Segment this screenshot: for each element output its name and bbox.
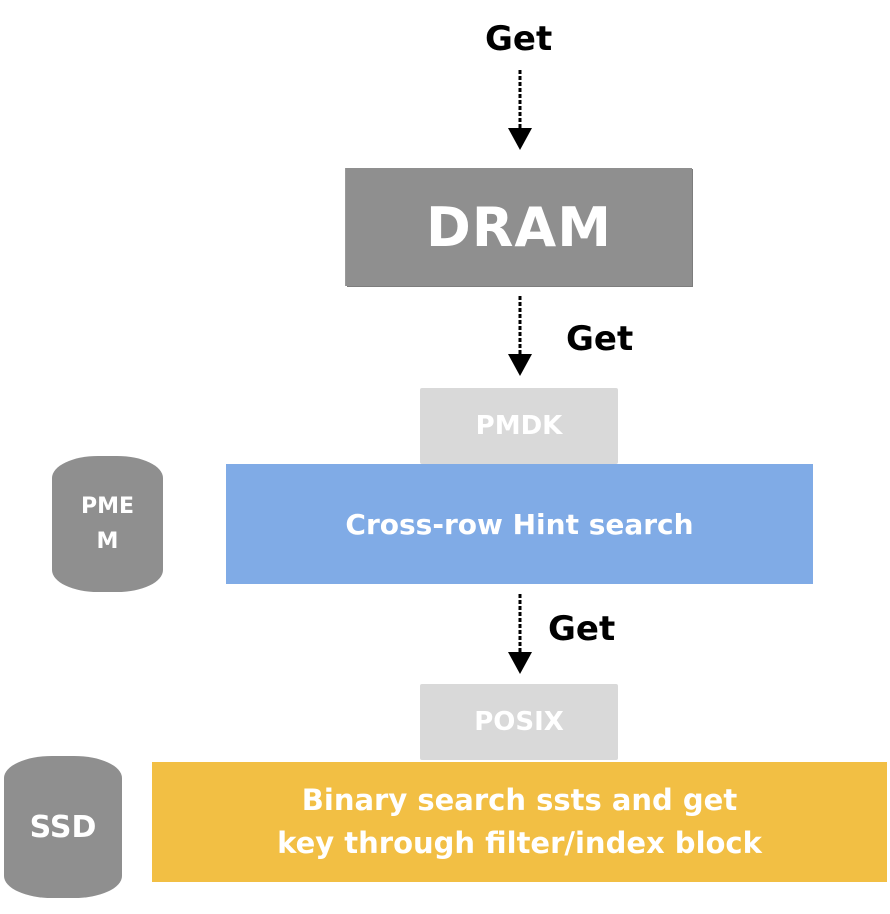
posix-label: POSIX <box>474 707 564 737</box>
get-label-middle: Get <box>566 319 634 359</box>
pmem-label-line1: PME <box>80 493 135 519</box>
dram-label: DRAM <box>426 195 612 259</box>
pmdk-tab: PMDK <box>420 388 618 464</box>
arrow-down-icon <box>508 296 532 376</box>
pmem-storage-icon: PME M <box>52 456 163 592</box>
binary-search-line1: Binary search ssts and get <box>301 782 738 817</box>
pmdk-label: PMDK <box>475 411 563 441</box>
dram-box: DRAM <box>346 168 692 286</box>
get-label-top: Get <box>485 19 553 59</box>
hint-search-box: Cross-row Hint search <box>226 464 813 584</box>
get-label-lower: Get <box>548 609 616 649</box>
hint-search-label: Cross-row Hint search <box>345 507 694 541</box>
ssd-label: SSD <box>29 809 97 845</box>
pmem-label-line2: M <box>96 529 119 554</box>
binary-search-line2: key through filter/index block <box>277 826 762 860</box>
posix-tab: POSIX <box>420 684 618 760</box>
ssd-storage-icon: SSD <box>4 756 122 898</box>
arrow-down-icon <box>508 70 532 150</box>
binary-search-box: Binary search ssts and get key through f… <box>152 762 887 882</box>
arrow-down-icon <box>508 594 532 674</box>
